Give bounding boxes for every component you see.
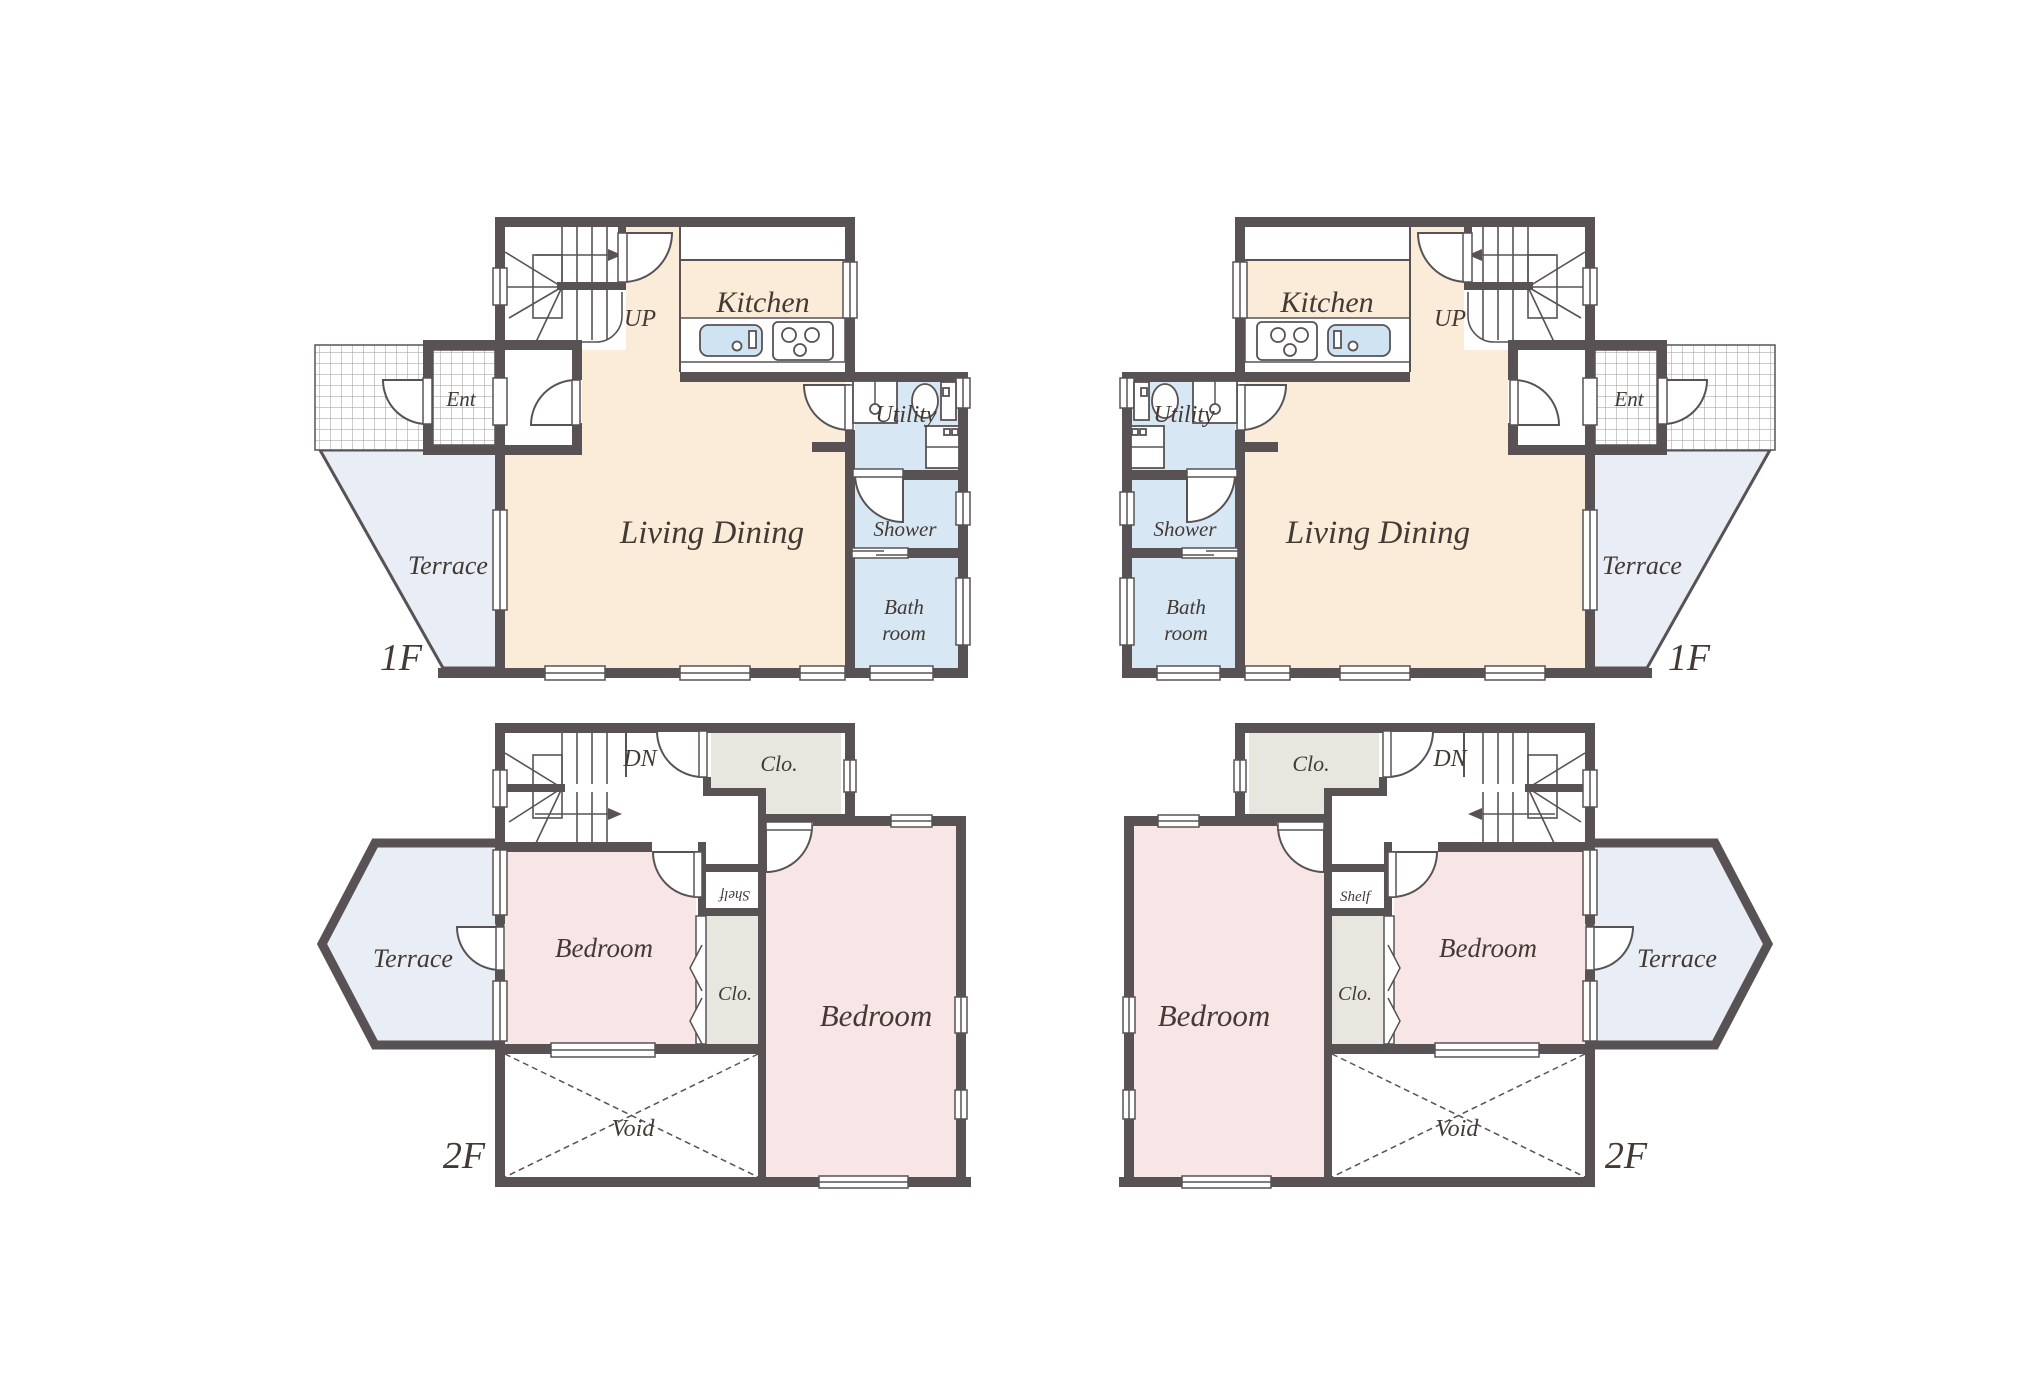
window <box>492 509 508 611</box>
labels-right-2f: DN Clo. Shelf Clo. Bedroom Bedroom Void … <box>1158 746 1717 1177</box>
bathroom-label-line2: room <box>882 621 926 645</box>
utility-label: Utility <box>875 402 937 428</box>
washbasin-icon <box>852 380 898 424</box>
closet-folding-door <box>689 915 707 1045</box>
living-dining-label: Living Dining <box>619 515 804 551</box>
floor-label-1f: 1F <box>1668 637 1711 679</box>
closet-mid <box>706 916 758 1044</box>
staircase-up <box>504 227 623 343</box>
bath-sliding-door <box>851 547 909 559</box>
washing-machine-icon <box>925 425 960 469</box>
void-label: Void <box>612 1116 656 1142</box>
kitchen-room <box>680 260 845 318</box>
bedroom-large-door <box>765 821 814 874</box>
dn-label: DN <box>622 746 658 772</box>
bedroom-large-label: Bedroom <box>1158 998 1271 1033</box>
window <box>869 665 934 681</box>
terrace-label: Terrace <box>408 551 488 580</box>
window <box>550 1042 656 1058</box>
window <box>799 665 846 681</box>
window <box>843 759 857 793</box>
floor-label-2f: 2F <box>443 1135 486 1177</box>
window <box>679 665 751 681</box>
floorplan-right-1f <box>1118 215 1777 682</box>
windows-1f <box>492 261 971 681</box>
toilet-icon <box>911 381 957 421</box>
living-dining-label: Living Dining <box>1285 515 1470 551</box>
bathroom-label-line1: Bath <box>884 595 924 619</box>
up-label: UP <box>624 306 656 332</box>
stove-icon <box>772 321 834 361</box>
shower-label: Shower <box>874 517 938 541</box>
entrance-tile <box>432 349 496 446</box>
floorplan-left-1f <box>314 217 971 681</box>
window <box>954 1089 968 1120</box>
stairwell-door <box>655 730 708 779</box>
utility-door <box>802 384 854 432</box>
up-label: UP <box>1434 306 1466 332</box>
window <box>492 267 508 306</box>
up-arrow-icon <box>608 249 622 261</box>
window <box>890 814 933 828</box>
bedroom-small-label: Bedroom <box>1439 933 1537 963</box>
entrance-door <box>381 377 433 426</box>
entrance-opening <box>492 377 508 426</box>
shower-door <box>852 468 904 524</box>
doors-1f <box>381 232 909 559</box>
terrace-label: Terrace <box>1602 551 1682 580</box>
window <box>842 261 858 319</box>
ent-label: Ent <box>1613 387 1644 411</box>
floor-label-2f: 2F <box>1605 1135 1648 1177</box>
dn-label: DN <box>1432 746 1468 772</box>
bedroom-large <box>766 826 956 1177</box>
closet-mid-label: Clo. <box>1338 983 1372 1005</box>
window <box>955 377 971 409</box>
bedroom-small-label: Bedroom <box>555 933 653 963</box>
utility-label: Utility <box>1153 402 1215 428</box>
labels-right-1f: Kitchen UP Ent Utility Shower Bath room … <box>1153 286 1711 679</box>
bedroom-large-label: Bedroom <box>820 998 933 1033</box>
bathroom-label-line1: Bath <box>1166 595 1206 619</box>
bedroom-small <box>505 852 696 1044</box>
kitchen-label: Kitchen <box>715 286 809 319</box>
labels-left-1f: Kitchen UP Ent Utility Shower Bath room … <box>380 286 937 679</box>
void-label: Void <box>1436 1116 1480 1142</box>
terrace-door <box>455 926 505 972</box>
closet-top-label: Clo. <box>760 751 797 776</box>
closet-top-label: Clo. <box>1292 751 1329 776</box>
down-arrow-icon <box>608 808 622 820</box>
terrace-label: Terrace <box>373 944 453 973</box>
window <box>955 577 971 646</box>
ent-label: Ent <box>445 387 476 411</box>
window <box>492 849 508 916</box>
closet-mid-label: Clo. <box>718 983 752 1005</box>
window <box>954 996 968 1034</box>
void-area <box>504 1053 759 1178</box>
shelf-label: Shelf <box>718 887 750 903</box>
window <box>818 1175 909 1189</box>
terrace-label: Terrace <box>1637 944 1717 973</box>
sink-icon <box>699 324 763 357</box>
shelf-label: Shelf <box>1340 889 1372 905</box>
window <box>492 980 508 1042</box>
kitchen-label: Kitchen <box>1279 286 1373 319</box>
window <box>544 665 606 681</box>
kitchen-counter <box>679 222 846 372</box>
shower-label: Shower <box>1154 517 1218 541</box>
doors-2f <box>455 730 814 1045</box>
bathroom <box>855 558 958 668</box>
bathroom-label-line2: room <box>1164 621 1208 645</box>
bedroom-small-door <box>651 851 703 899</box>
floorplan-left-2f <box>316 723 971 1189</box>
floor-label-1f: 1F <box>380 637 423 679</box>
hall-door <box>529 378 581 426</box>
window <box>492 769 508 808</box>
labels-left-2f: DN Clo. Shelf Clo. Bedroom Bedroom Void … <box>373 746 932 1177</box>
window <box>955 491 971 526</box>
windows-2f <box>492 759 968 1189</box>
closet-top <box>711 731 841 814</box>
stair-door <box>617 232 674 284</box>
